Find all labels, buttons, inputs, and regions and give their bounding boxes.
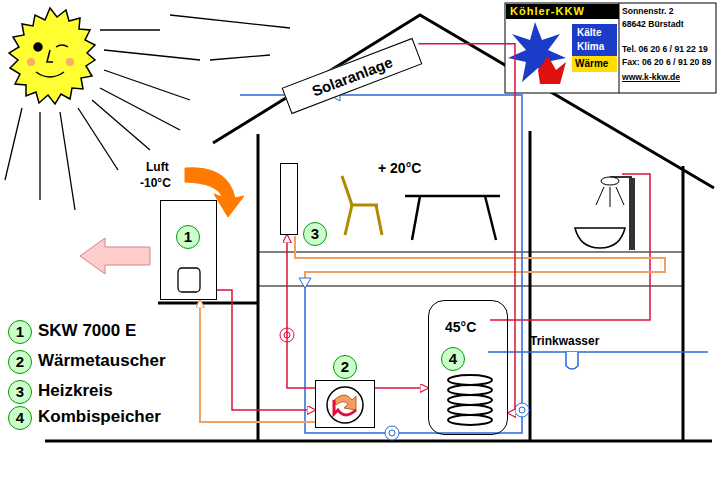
pump	[515, 403, 529, 417]
air-out-arrow	[80, 238, 150, 274]
heating-loop	[295, 236, 665, 283]
legend-text: Kombispeicher	[38, 407, 161, 427]
callout-number: 4	[8, 406, 32, 430]
legend-text: Wärmetauscher	[38, 351, 166, 371]
chair	[342, 176, 382, 235]
pipe-connector	[217, 290, 315, 410]
legend-text: SKW 7000 E	[38, 321, 136, 341]
logo-flame	[538, 56, 566, 84]
callout-number: 2	[8, 350, 32, 374]
coil-turn	[448, 385, 492, 395]
radiator: 3	[280, 163, 298, 235]
compressor-module	[178, 268, 200, 292]
sun	[9, 8, 95, 104]
combi-storage-tank: 45°C 4	[428, 300, 508, 435]
text-label: Luft	[146, 160, 169, 174]
phone: Tel. 06 20 6 / 91 22 19	[622, 44, 708, 54]
platform	[158, 302, 258, 305]
website: www.k-kkw.de	[622, 72, 680, 82]
logo-word: Kälte	[577, 27, 601, 38]
text-label: Trinkwasser	[530, 334, 599, 348]
pipe-connector	[200, 300, 315, 422]
tap	[566, 352, 578, 369]
logo-divider	[619, 3, 620, 93]
exchanger-symbol	[327, 387, 363, 423]
pipe-connector	[418, 44, 515, 413]
hot-water-pipe	[490, 174, 650, 320]
return-pipe	[240, 95, 522, 433]
temperature: 45°C	[445, 319, 476, 335]
logo-band	[506, 4, 619, 19]
text-label: -10°C	[140, 176, 171, 190]
exchanger-symbol	[334, 400, 356, 415]
legend-text: Heizkreis	[38, 381, 113, 401]
pipe-connector	[287, 235, 315, 388]
logo-frame	[505, 3, 716, 93]
node-label: Solaranlage	[309, 53, 394, 99]
drinking-water-pipe	[488, 351, 708, 353]
fax: Fax: 06 20 6 / 91 20 89	[622, 57, 711, 67]
air-in-arrow	[185, 168, 244, 217]
callout-number: 1	[8, 320, 32, 344]
coil	[448, 375, 492, 425]
exchanger-symbol	[334, 395, 356, 410]
heat-pump-unit: 1	[160, 200, 217, 300]
coil-turn	[448, 405, 492, 415]
sun-face	[27, 43, 74, 77]
callout-number: 3	[8, 380, 32, 404]
logo-name: Köhler-KKW	[510, 5, 585, 17]
flow-arrow	[299, 278, 311, 288]
address: Sonnenstr. 2	[622, 6, 674, 16]
coil-turn	[448, 375, 492, 385]
coil-turn	[448, 395, 492, 405]
solar-panel-box: Solaranlage	[282, 38, 423, 114]
callout-number: 1	[176, 225, 200, 249]
callout-number: 3	[303, 222, 327, 246]
table	[405, 196, 500, 240]
pipe-connector	[375, 387, 428, 389]
pump	[385, 426, 399, 440]
heat-exchanger-box: 2	[315, 380, 375, 428]
logo-panel	[572, 24, 617, 56]
temperature: + 20°C	[378, 160, 421, 176]
logo-word: Wärme	[575, 58, 608, 69]
logo-panel	[572, 56, 617, 72]
logo-word: Klima	[577, 41, 604, 52]
shower	[575, 177, 632, 250]
address: 68642 Bürstadt	[622, 19, 684, 29]
coil-turn	[448, 415, 492, 425]
callout-number: 2	[333, 355, 357, 379]
callout-number: 4	[441, 347, 465, 371]
